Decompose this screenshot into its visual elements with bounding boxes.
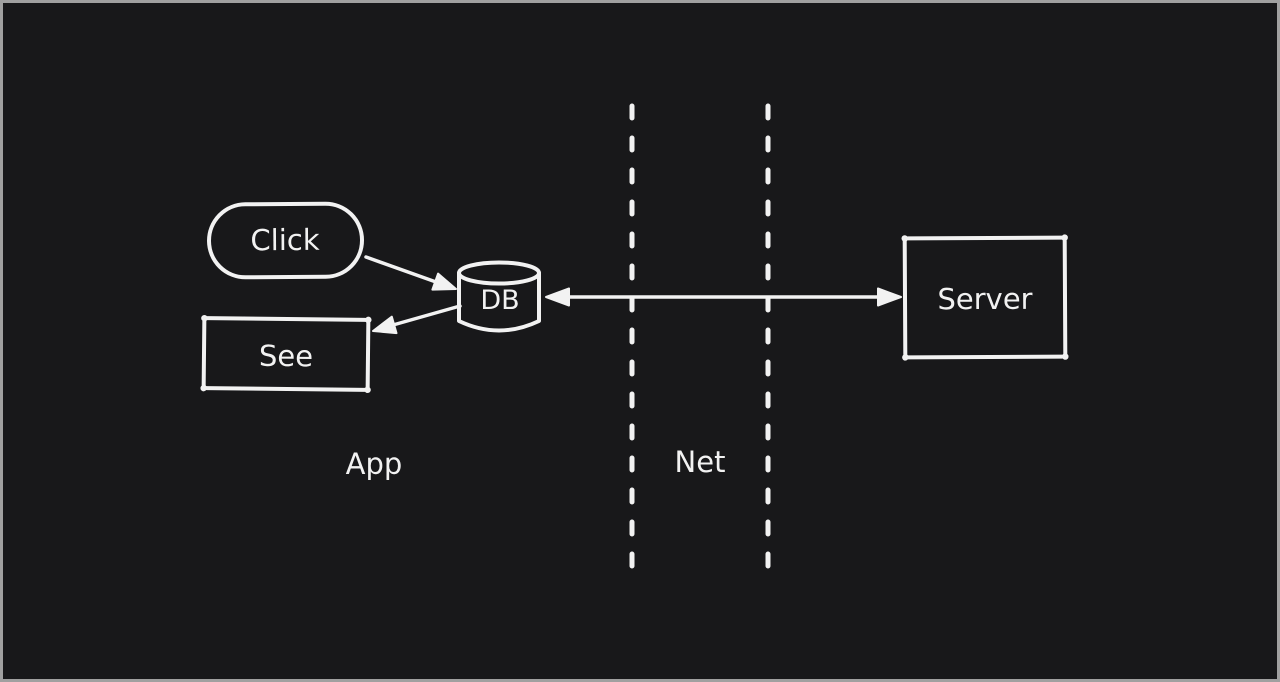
arrow-db-to-see-line <box>391 304 462 327</box>
db-cylinder-body <box>457 271 541 333</box>
server-label: Server <box>937 282 1032 316</box>
arrow-db-server-right-head <box>877 287 902 307</box>
node-server[interactable]: Server <box>901 234 1069 361</box>
see-corner-dot <box>365 316 372 324</box>
zone-label-net[interactable]: Net <box>675 445 726 479</box>
arrow-db-server-left-head <box>545 287 570 307</box>
node-see[interactable]: See <box>200 314 372 394</box>
server-rect-shape <box>902 235 1068 360</box>
arrow-db-to-see[interactable] <box>372 304 462 335</box>
arrow-click-to-db[interactable] <box>364 255 457 291</box>
node-db[interactable]: DB <box>457 260 541 333</box>
zone-label-app[interactable]: App <box>346 447 403 481</box>
see-corner-dot <box>201 314 208 322</box>
arrow-db-to-see-head <box>372 315 398 335</box>
see-corner-dot <box>200 384 207 392</box>
db-cylinder-top <box>457 260 541 286</box>
arrow-click-to-db-line <box>364 255 438 284</box>
server-corner-dot <box>902 354 909 361</box>
see-corner-dot <box>364 386 371 394</box>
click-label: Click <box>250 223 320 257</box>
server-corner-dot <box>901 235 908 242</box>
arrow-click-to-db-head <box>431 272 457 291</box>
server-corner-dot <box>1062 353 1069 360</box>
see-rect-shape <box>201 316 371 392</box>
server-corner-dot <box>1061 234 1068 241</box>
node-click[interactable]: Click <box>207 201 365 280</box>
arrow-db-server-bidirectional[interactable] <box>545 287 902 307</box>
see-label: See <box>259 339 313 374</box>
db-label: DB <box>480 285 519 316</box>
click-pill-shape <box>207 201 365 280</box>
